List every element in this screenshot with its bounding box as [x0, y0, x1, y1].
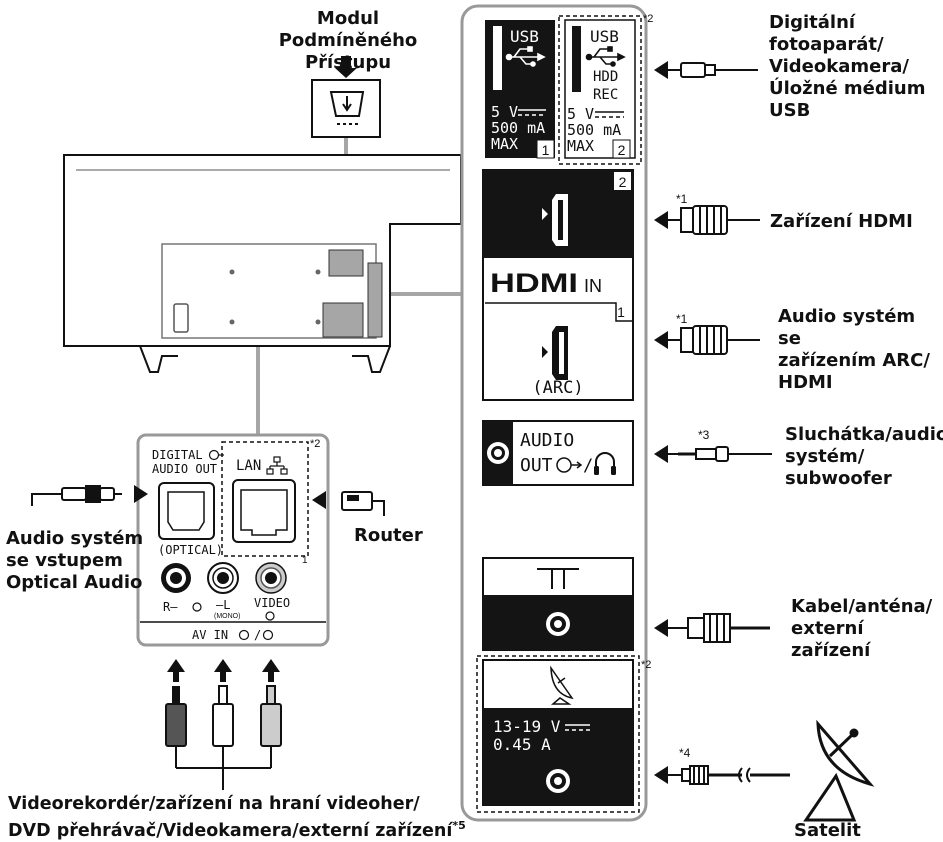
av-l-label: –L [216, 598, 230, 612]
optical-label: (OPTICAL) [158, 543, 223, 557]
note-lan: *2 [310, 438, 321, 450]
usb2-num: 2 [618, 142, 626, 158]
hdmi1-num: 1 [617, 304, 625, 320]
lan-num: 1 [302, 555, 308, 566]
usb1-curr: 500 mA [491, 119, 545, 137]
router-cable [312, 491, 385, 516]
digital-audio-out-2: AUDIO OUT [152, 462, 217, 476]
power-socket [173, 303, 189, 333]
av-devices-label: Videorekordér/zařízení na hraní videoher… [8, 794, 466, 841]
hdmi2-num: 2 [619, 174, 627, 190]
right-panel: USB 5 V 500 mA MAX 1 USB [460, 4, 653, 822]
usb1-title: USB [510, 27, 539, 46]
note-arc: *1 [676, 312, 688, 326]
network-icon [266, 456, 288, 475]
av-panel: DIGITAL AUDIO OUT (OPTICAL) LAN 1 R– –L … [136, 433, 330, 647]
headphones-label: Sluchátka/audio systém/ subwoofer [785, 424, 943, 489]
note-usb2: *2 [643, 13, 653, 25]
note-sat-cable: *4 [679, 746, 691, 760]
right-cables [654, 61, 790, 785]
audio-out-1: AUDIO [520, 430, 574, 451]
note-audio: *3 [698, 428, 710, 442]
arc-label: (ARC) [532, 378, 583, 398]
sat-current: 0.45 A [493, 735, 551, 754]
router-label: Router [354, 525, 423, 546]
av-mono-label: (MONO) [214, 613, 240, 620]
usb1-volt: 5 V [491, 103, 518, 121]
hdmi-device-label: Zařízení HDMI [770, 211, 913, 232]
satellite-dish-icon [803, 719, 875, 822]
av-block [322, 302, 364, 338]
audio-out-2: OUT [520, 455, 553, 476]
tv-back [63, 154, 462, 373]
av-r-label: R– [163, 600, 178, 614]
usb2-hdd: HDD [593, 69, 618, 85]
optical-cable [31, 485, 148, 506]
usb2-volt: 5 V [567, 105, 594, 123]
arc-device-label: Audio systém se zařízením ARC/ HDMI [778, 306, 930, 393]
lan-port [232, 479, 296, 543]
satellite-label: Satelit [794, 820, 861, 841]
cam-slot-block [328, 249, 364, 277]
usb-device-label: Digitální fotoaparát/ Videokamera/ Úložn… [769, 12, 926, 121]
usb2-rec: REC [593, 87, 618, 103]
lan-label: LAN [236, 458, 261, 474]
usb1-num: 1 [542, 142, 550, 158]
usb2-max: MAX [567, 137, 594, 155]
satellite-icon [550, 665, 574, 705]
rca-cables [165, 659, 282, 790]
cable-antenna-label: Kabel/anténa/ externí zařízení [791, 596, 933, 661]
sat-voltage: 13-19 V [493, 717, 561, 736]
note-sat: *2 [641, 659, 651, 671]
usb2-title: USB [590, 27, 619, 46]
av-video-label: VIDEO [254, 596, 290, 610]
note-hdmi: *1 [676, 192, 688, 206]
cam-module [311, 79, 381, 138]
av-in-slash: / [254, 628, 261, 642]
usb1-max: MAX [491, 135, 518, 153]
av-in-label: AV IN [192, 628, 228, 642]
usb2-curr: 500 mA [567, 121, 621, 139]
digital-audio-out-1: DIGITAL [152, 448, 203, 462]
cam-module-label: Modul Podmíněného Přístupu [278, 8, 418, 73]
cam-insert-arrow [335, 56, 357, 78]
hdmi-in-label: IN [584, 276, 602, 296]
hdmi-logo: HDMI [490, 268, 578, 298]
slash: / [583, 456, 593, 476]
optical-port [158, 482, 215, 540]
side-port-block [367, 262, 383, 338]
optical-device-label: Audio systém se vstupem Optical Audio [6, 528, 144, 593]
